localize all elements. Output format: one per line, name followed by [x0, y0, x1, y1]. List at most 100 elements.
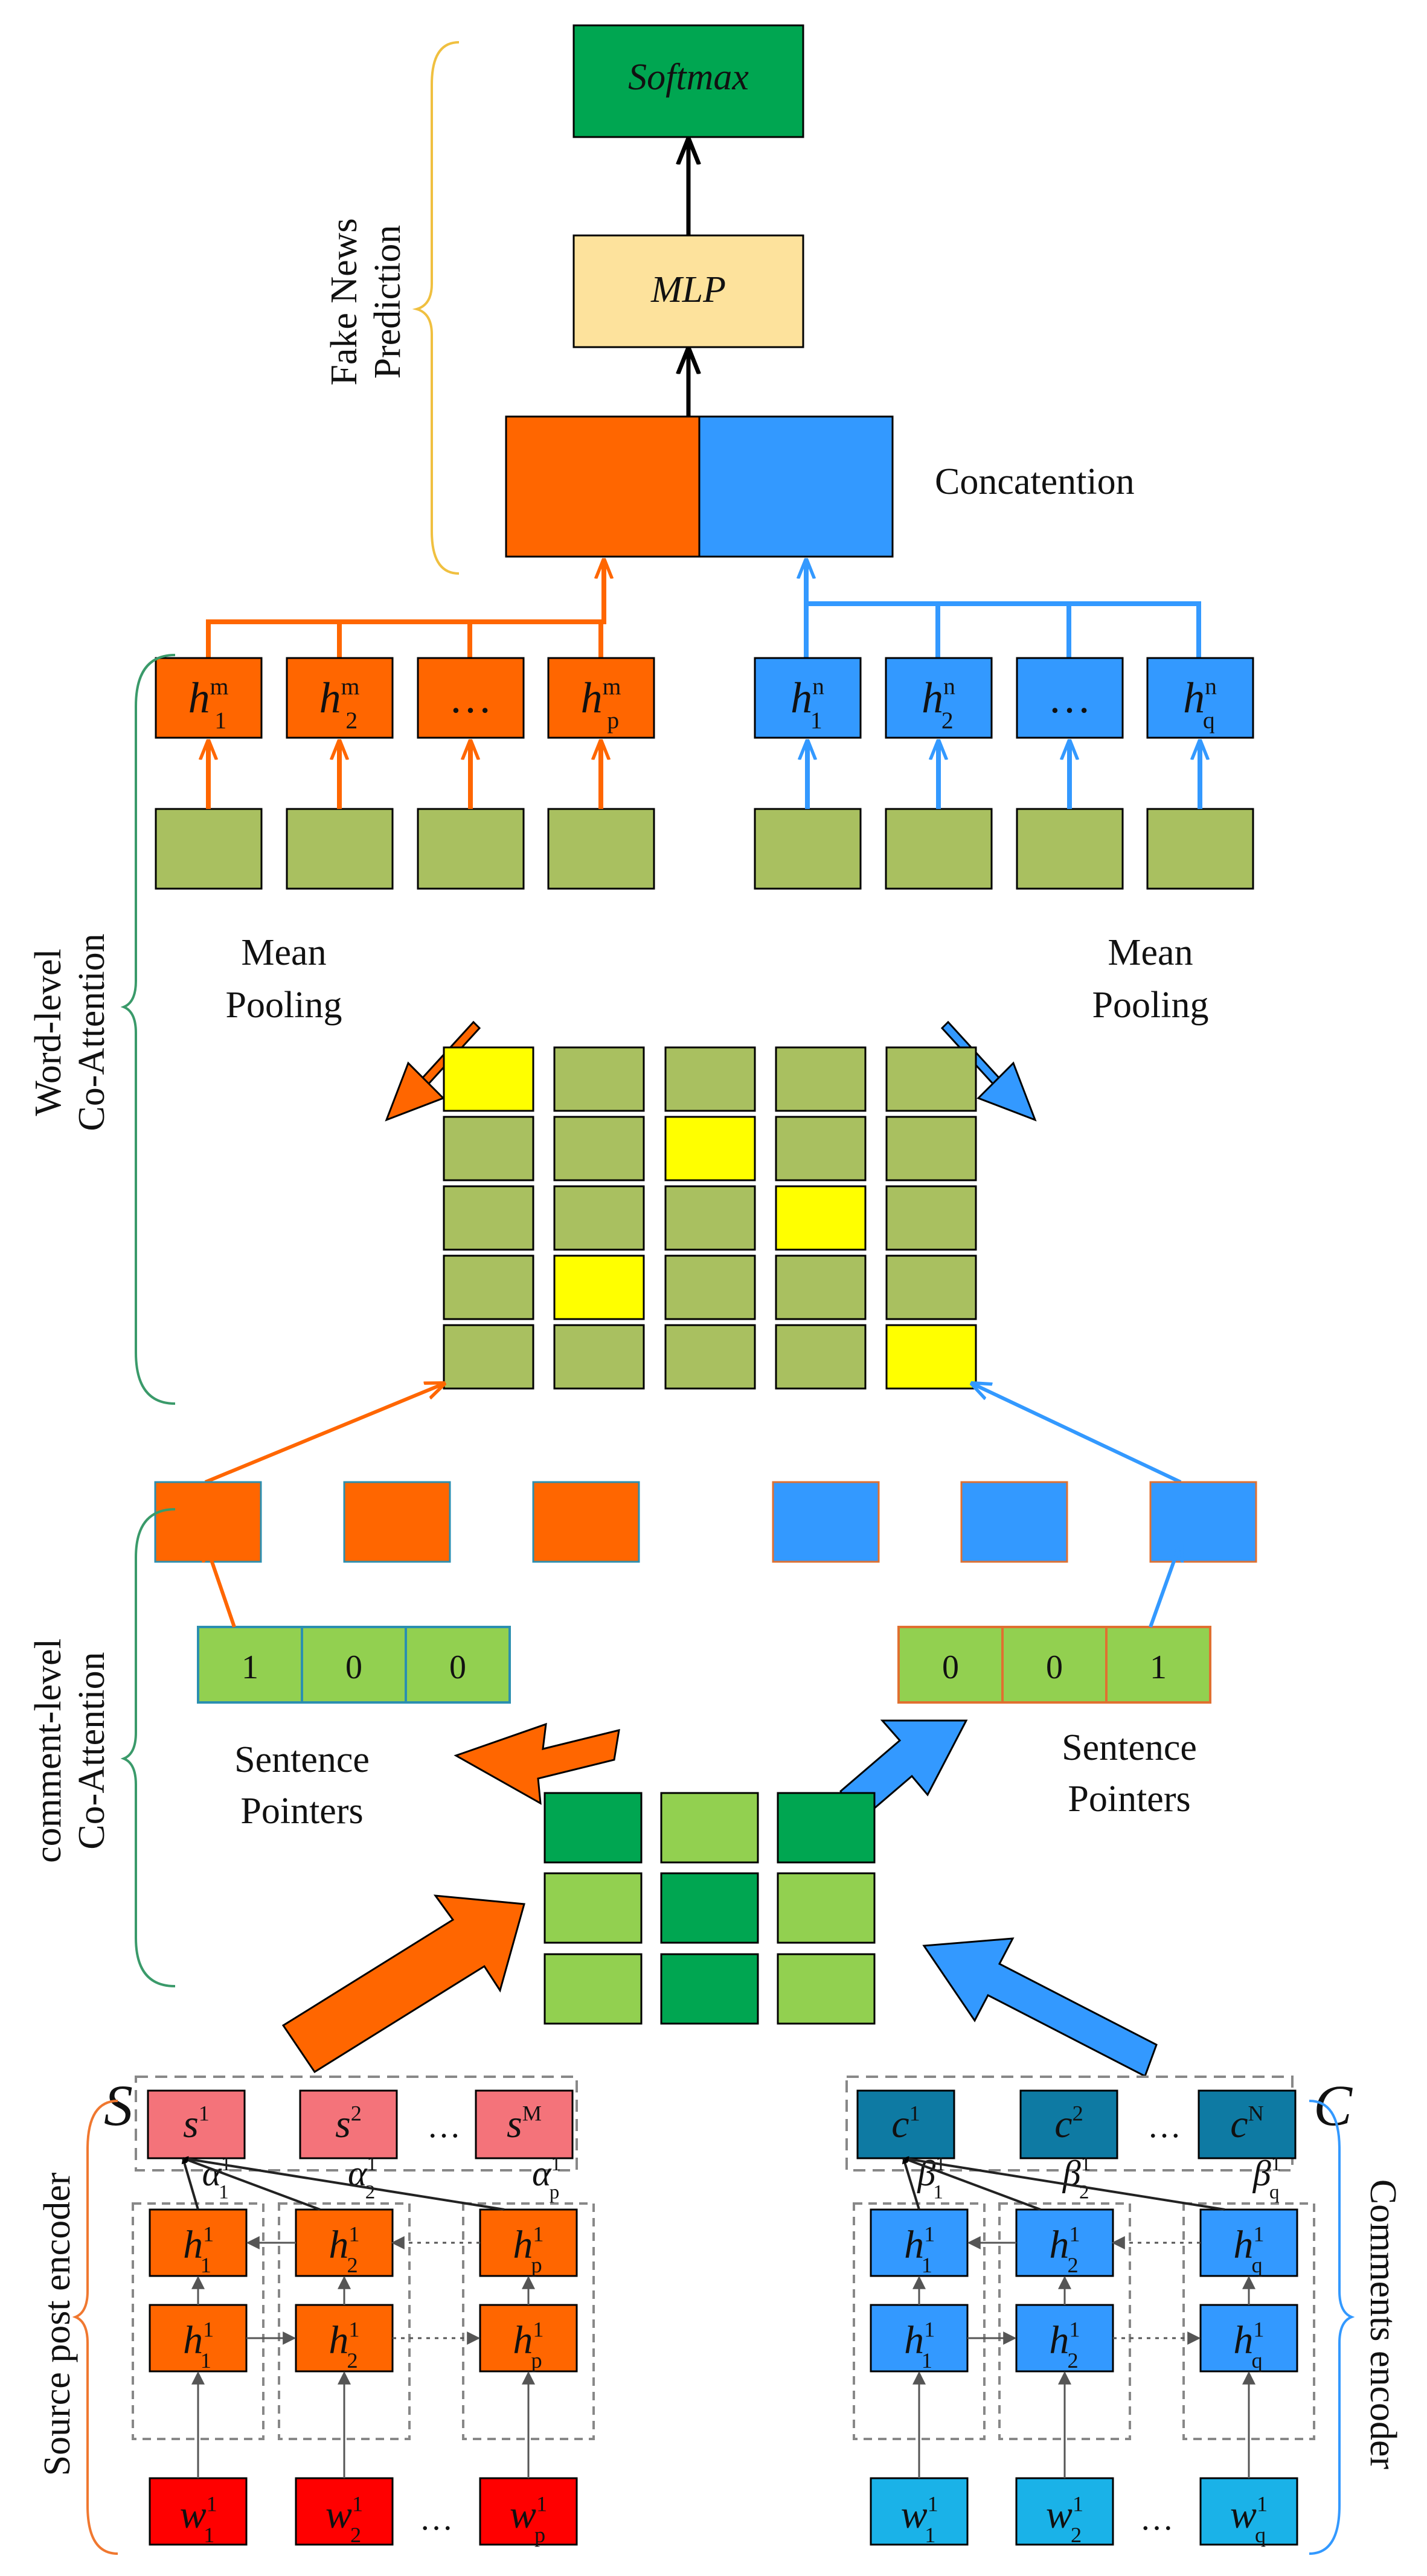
comments-top-box-2 [1019, 2089, 1118, 2159]
comment-level-title: comment-level Co-Attention [28, 1638, 112, 1863]
word-grid-cell-3-3 [664, 1185, 756, 1251]
source-top-label-1: s1 [183, 2101, 210, 2146]
comments-top-label-4: cN [1230, 2101, 1264, 2146]
word-grid-cell-3-2 [553, 1185, 645, 1251]
source-w-box-1 [149, 2477, 248, 2546]
sentence-pointers-right-label: Sentence [1062, 1727, 1197, 1768]
source-s-group-frame [135, 2076, 578, 2172]
comments-attn-line-3 [903, 2156, 1225, 2211]
comments-column-frame-2 [998, 2202, 1131, 2440]
word-grid-cell-4-5 [885, 1254, 977, 1320]
pointer-left-up-arrow [205, 1542, 236, 1628]
olive-vector-right-4 [1146, 808, 1254, 890]
comment-grid-cell-3-1 [544, 1953, 643, 2025]
prediction-section: Softmax MLP Concatention Fake News Predi… [324, 24, 1135, 575]
comment-attention-grid [544, 1792, 876, 2025]
source-side-letter: S [104, 2073, 133, 2138]
source-top-dots: … [427, 2108, 461, 2145]
pointer-right-value-2: 0 [1046, 1649, 1063, 1686]
svg-text:Fake News: Fake News [324, 218, 365, 385]
svg-text:Co-Attention: Co-Attention [71, 933, 112, 1131]
source-top-box-4 [475, 2089, 574, 2159]
svg-text:Prediction: Prediction [367, 225, 408, 379]
pointer-left-cell-2 [301, 1626, 407, 1704]
source-h-back-box-1 [149, 2208, 248, 2277]
word-grid-cell-5-4 [775, 1324, 867, 1390]
word-grid-cell-5-3 [664, 1324, 756, 1390]
word-grid-cell-2-4 [775, 1116, 867, 1181]
comment-vector-left-3 [532, 1481, 640, 1563]
word-grid-cell-4-2 [553, 1254, 645, 1320]
comments-h-back-box-3 [1199, 2208, 1298, 2277]
source-encoder-title: Source post encoder [37, 2172, 78, 2476]
comments-bilstm: h11h11w11β11h12h12w12β12h1qh1qw1qβ1q… [853, 2153, 1315, 2547]
comment-grid-cell-3-3 [777, 1953, 876, 2025]
word-grid-cell-3-5 [885, 1185, 977, 1251]
source-top-box-1 [147, 2089, 246, 2159]
source-w-dots: … [420, 2500, 454, 2537]
comments-column-frame-3 [1182, 2202, 1315, 2440]
svg-text:Co-Attention: Co-Attention [71, 1652, 112, 1849]
olive-vector-right-1 [754, 808, 862, 890]
pointer-right-value-1: 0 [942, 1649, 959, 1686]
source-attn-label-1: α11 [202, 2153, 231, 2204]
comments-w-box-2 [1015, 2477, 1114, 2546]
comments-attn-line-1 [902, 2158, 920, 2210]
comments-top-box-1 [856, 2089, 955, 2159]
h-n-box-3 [1016, 657, 1124, 739]
comments-column-frame-1 [853, 2202, 986, 2440]
h-m-box-1 [155, 657, 263, 739]
pointer-right-up-arrow [1149, 1542, 1181, 1628]
pointer-right-cell-3 [1105, 1626, 1211, 1704]
comment-vector-left-2 [343, 1481, 451, 1563]
comments-top-box-4 [1198, 2089, 1297, 2159]
source-attn-line-2 [182, 2157, 321, 2211]
source-h-back-box-3 [479, 2208, 578, 2277]
word-grid-cell-1-2 [553, 1046, 645, 1112]
mean-pooling-left-label: Mean [241, 932, 326, 973]
sentence-pointers-left-label-2: Pointers [240, 1791, 363, 1832]
h-n-box-2 [885, 657, 993, 739]
word-level-title: Word-level Co-Attention [28, 933, 112, 1131]
comments-side-letter: C [1313, 2073, 1353, 2138]
svg-text:Source post encoder: Source post encoder [37, 2172, 78, 2476]
word-grid-cell-2-1 [443, 1116, 534, 1181]
comments-encoder-title: Comments encoder [1362, 2179, 1403, 2470]
comments-encoder-bracket [1309, 2100, 1355, 2555]
word-grid-cell-5-2 [553, 1324, 645, 1390]
comment-vector-right-3 [1149, 1481, 1257, 1563]
word-grid-cell-1-5 [885, 1046, 977, 1112]
word-grid-cell-4-3 [664, 1254, 756, 1320]
pointer-left-value-3: 0 [449, 1649, 466, 1686]
pointer-right-value-3: 1 [1150, 1649, 1167, 1686]
olive-vector-right-3 [1016, 808, 1124, 890]
source-w-box-2 [295, 2477, 394, 2546]
word-grid-cell-4-1 [443, 1254, 534, 1320]
source-into-grid-arrow [281, 1894, 525, 2074]
comment-level-vector-row [154, 1481, 1257, 1563]
concat-left-block [505, 415, 701, 558]
svg-text:Word-level: Word-level [28, 948, 69, 1116]
mean-pooling-right-label-2: Pooling [1092, 985, 1209, 1026]
concat-right-block [698, 415, 894, 558]
olive-vector-left-4 [547, 808, 655, 890]
word-grid-cell-5-5 [885, 1324, 977, 1390]
orange-into-word-grid-arrow [204, 1384, 444, 1484]
comment-vector-right-1 [772, 1481, 880, 1563]
source-h-fwd-box-3 [479, 2304, 578, 2373]
comments-w-dots: … [1140, 2500, 1174, 2537]
word-grid-cell-1-3 [664, 1046, 756, 1112]
comments-into-grid-arrow [922, 1937, 1158, 2078]
